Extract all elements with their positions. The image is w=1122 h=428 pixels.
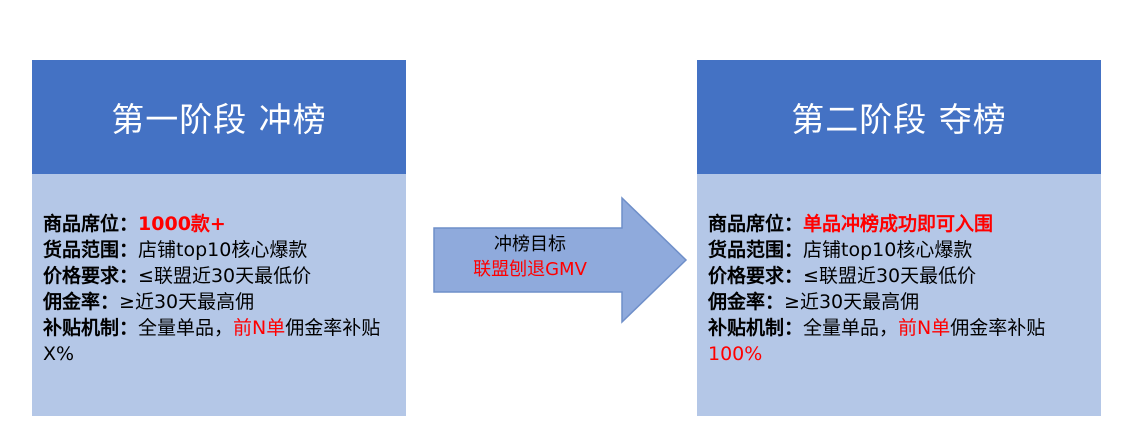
arrow-goal-value: 联盟刨退GMV <box>473 259 587 280</box>
slot-label: 商品席位 <box>43 213 120 235</box>
range-label: 货品范围 <box>43 239 120 261</box>
commission-label: 佣金率 <box>43 291 101 313</box>
flow-arrow: 冲榜目标 联盟刨退GMV <box>432 196 688 324</box>
stage-two-details: 商品席位：单品冲榜成功即可入围 货品范围：店铺top10核心爆款 价格要求：≤联… <box>697 174 1101 416</box>
stage-one-slot-row: 商品席位：1000款+ <box>43 213 226 235</box>
subsidy-text-pre: 全量单品， <box>803 317 899 339</box>
arrow-goal-label: 冲榜目标 <box>494 234 566 255</box>
price-label: 价格要求 <box>43 265 120 287</box>
price-value: ≤联盟近30天最低价 <box>803 265 977 287</box>
commission-label: 佣金率 <box>708 291 766 313</box>
stage-two-card: 第二阶段 夺榜 商品席位：单品冲榜成功即可入围 货品范围：店铺top10核心爆款… <box>697 60 1101 416</box>
price-value: ≤联盟近30天最低价 <box>138 265 312 287</box>
stage-two-subsidy-row: 补贴机制：全量单品，前N单佣金率补贴100% <box>708 317 1046 365</box>
range-value: 店铺top10核心爆款 <box>803 239 973 261</box>
subsidy-text-pre: 全量单品， <box>138 317 234 339</box>
stage-one-subsidy-row: 补贴机制：全量单品，前N单佣金率补贴X% <box>43 317 381 365</box>
slot-value: 1000款+ <box>138 213 226 235</box>
range-value: 店铺top10核心爆款 <box>138 239 308 261</box>
subsidy-highlight: 前N单 <box>898 317 951 339</box>
stage-two-slot-row: 商品席位：单品冲榜成功即可入围 <box>708 213 994 235</box>
subsidy-highlight: 前N单 <box>233 317 286 339</box>
stage-one-range-row: 货品范围：店铺top10核心爆款 <box>43 239 308 261</box>
stage-one-details: 商品席位：1000款+ 货品范围：店铺top10核心爆款 价格要求：≤联盟近30… <box>32 174 406 416</box>
slot-value: 单品冲榜成功即可入围 <box>803 213 994 235</box>
subsidy-text-post: 佣金率补贴 <box>950 317 1046 339</box>
subsidy-label: 补贴机制 <box>708 317 785 339</box>
slot-label: 商品席位 <box>708 213 785 235</box>
subsidy-text-post: 佣金率补贴X% <box>43 317 381 365</box>
range-label: 货品范围 <box>708 239 785 261</box>
subsidy-label: 补贴机制 <box>43 317 120 339</box>
commission-value: ≥近30天最高佣 <box>119 291 255 313</box>
stage-one-price-row: 价格要求：≤联盟近30天最低价 <box>43 265 312 287</box>
stage-two-price-row: 价格要求：≤联盟近30天最低价 <box>708 265 977 287</box>
stage-two-commission-row: 佣金率：≥近30天最高佣 <box>708 291 920 313</box>
stage-one-commission-row: 佣金率：≥近30天最高佣 <box>43 291 255 313</box>
stage-one-card: 第一阶段 冲榜 商品席位：1000款+ 货品范围：店铺top10核心爆款 价格要… <box>32 60 406 416</box>
commission-value: ≥近30天最高佣 <box>784 291 920 313</box>
stage-one-title: 第一阶段 冲榜 <box>32 60 406 174</box>
right-arrow-icon <box>433 196 688 324</box>
price-label: 价格要求 <box>708 265 785 287</box>
stage-two-range-row: 货品范围：店铺top10核心爆款 <box>708 239 973 261</box>
stage-two-title: 第二阶段 夺榜 <box>697 60 1101 174</box>
subsidy-percent: 100% <box>708 343 763 365</box>
